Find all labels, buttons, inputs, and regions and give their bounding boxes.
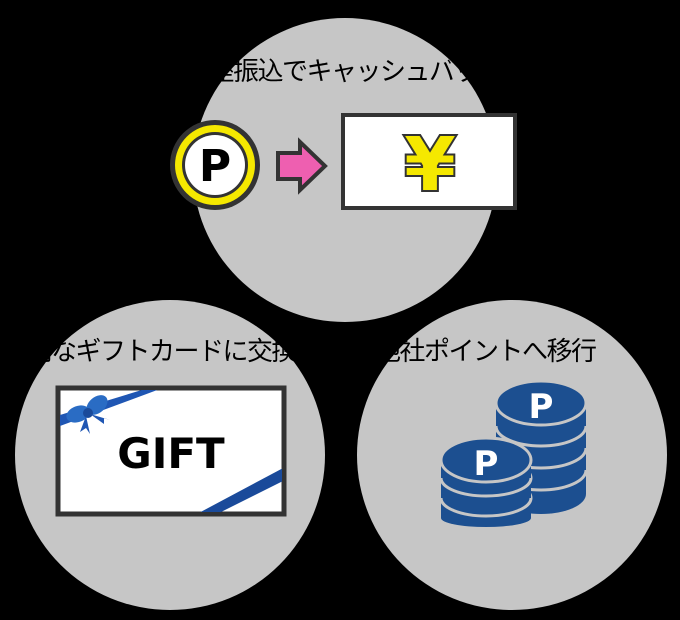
point-letter: P: [199, 141, 231, 192]
arrow-right-icon: [276, 137, 328, 195]
coin-letter-back: P: [529, 387, 554, 427]
gift-card-icon: GIFT: [55, 385, 287, 517]
yen-icon: ¥: [404, 122, 456, 208]
cashback-caption: 口座振込でキャッシュバック: [184, 57, 503, 87]
point-coin-icon: P: [170, 120, 260, 210]
coin-stack-front-icon: P: [439, 436, 533, 527]
points-caption: 他社ポイントへ移行: [375, 337, 596, 367]
gift-label: GIFT: [117, 429, 225, 478]
yen-card: [341, 113, 517, 210]
coin-letter-front: P: [474, 444, 499, 484]
ribbon-bow-icon: [66, 395, 110, 434]
giftcard-caption: 便利なギフトカードに交換: [2, 337, 298, 367]
